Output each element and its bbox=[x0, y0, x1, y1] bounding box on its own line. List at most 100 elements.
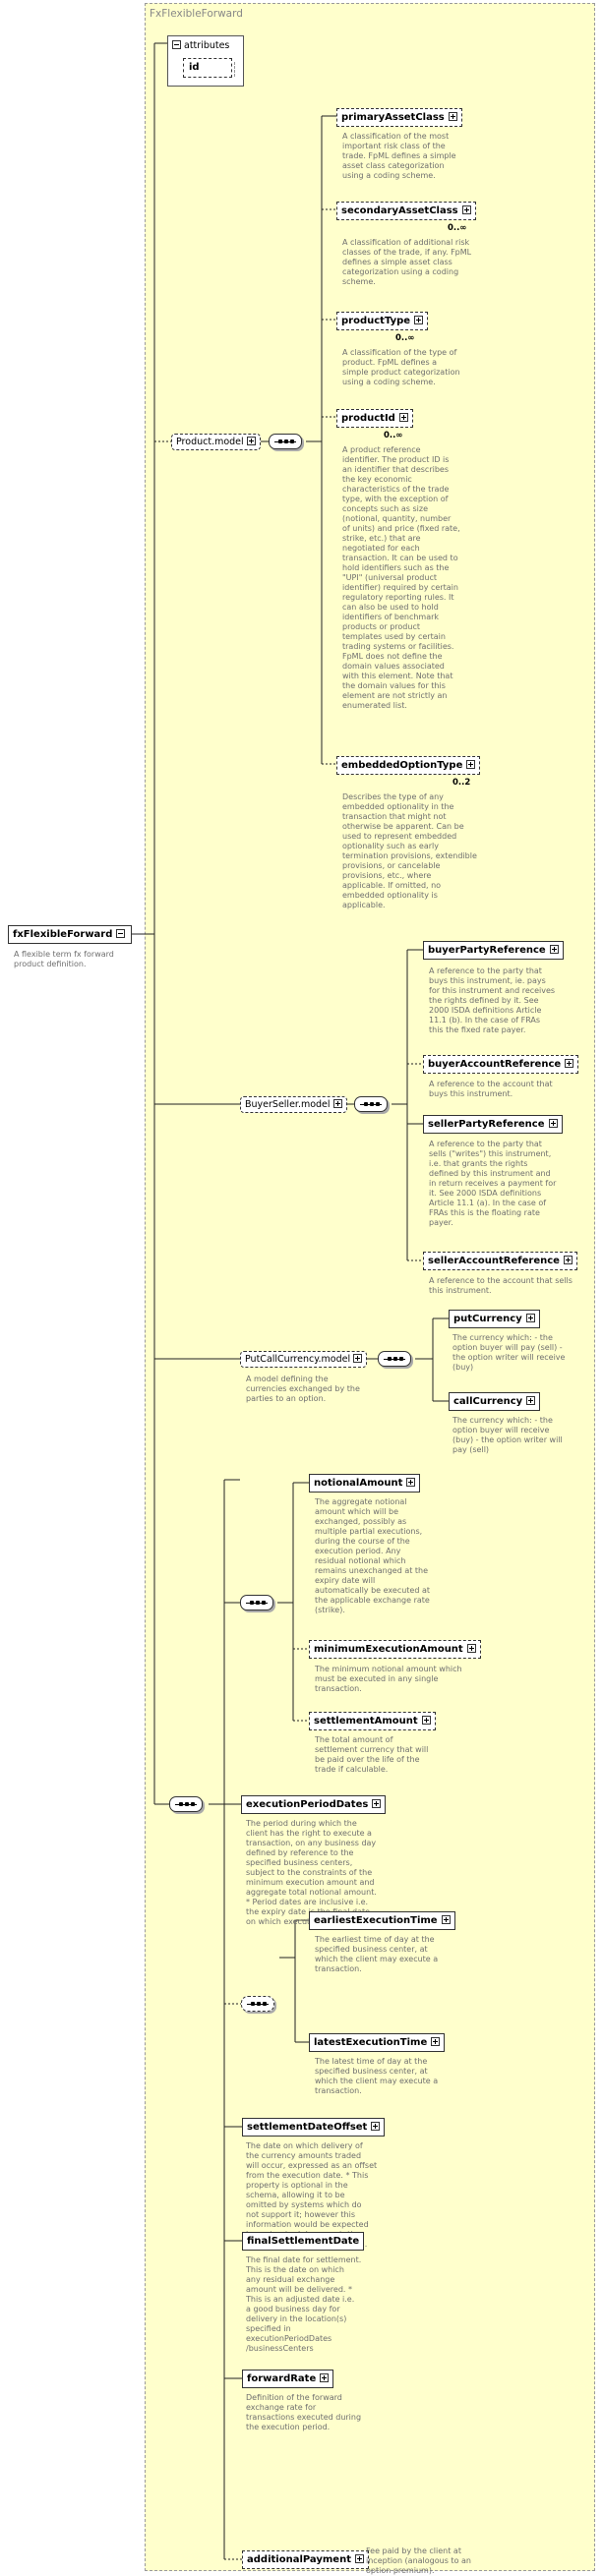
sequence-compositor-icon bbox=[378, 1351, 411, 1367]
element-additionalpayment[interactable]: additionalPayment bbox=[242, 2550, 369, 2569]
expand-icon[interactable] bbox=[320, 2372, 330, 2382]
expand-icon[interactable] bbox=[421, 1715, 431, 1725]
element-settlementamount[interactable]: settlementAmount bbox=[309, 1712, 436, 1730]
expand-icon[interactable] bbox=[548, 1118, 558, 1128]
element-label: notionalAmount bbox=[314, 1478, 403, 1489]
element-doc: A classification of the type of product.… bbox=[342, 348, 460, 386]
cardinality-label: 0..2 bbox=[452, 778, 471, 788]
element-selleraccountreference[interactable]: sellerAccountReference bbox=[423, 1252, 577, 1270]
element-doc: The minimum notional amount which must b… bbox=[315, 1665, 462, 1693]
element-label: sellerAccountReference bbox=[428, 1256, 560, 1266]
element-label: additionalPayment bbox=[247, 2554, 351, 2565]
cardinality-label: 0..∞ bbox=[384, 431, 403, 440]
element-settlementdateoffset[interactable]: settlementDateOffset bbox=[242, 2118, 386, 2137]
element-doc: A reference to the party that buys this … bbox=[429, 966, 556, 1034]
element-doc: A reference to the party that sells ("wr… bbox=[429, 1140, 557, 1227]
expand-icon[interactable] bbox=[371, 2121, 381, 2131]
element-label: primaryAssetClass bbox=[341, 112, 445, 123]
element-doc: The currency which: - the option buyer w… bbox=[452, 1333, 566, 1372]
complex-type-panel bbox=[145, 3, 595, 2571]
expand-icon[interactable] bbox=[466, 759, 476, 769]
element-doc: The earliest time of day at the specifie… bbox=[315, 1935, 439, 1973]
element-doc: A classification of additional risk clas… bbox=[342, 238, 472, 286]
element-label: executionPeriodDates bbox=[246, 1799, 369, 1810]
expand-icon[interactable] bbox=[565, 1058, 574, 1068]
element-minimumexecutionamount[interactable]: minimumExecutionAmount bbox=[309, 1640, 481, 1659]
attributes-label: attributes bbox=[184, 40, 230, 51]
expand-icon[interactable] bbox=[332, 1099, 342, 1108]
expand-icon[interactable] bbox=[355, 2553, 364, 2563]
expand-icon[interactable] bbox=[372, 1798, 382, 1808]
sequence-compositor-icon bbox=[240, 1595, 273, 1610]
sequence-compositor-icon bbox=[241, 1996, 274, 2012]
element-doc: Definition of the forward exchange rate … bbox=[246, 2393, 362, 2431]
group-buyerseller-model[interactable]: BuyerSeller.model bbox=[240, 1096, 347, 1113]
element-doc: Fee paid by the client at inception (ana… bbox=[366, 2547, 471, 2575]
expand-icon[interactable] bbox=[406, 1477, 416, 1487]
element-secondaryassetclass[interactable]: secondaryAssetClass bbox=[336, 202, 476, 220]
element-doc: Describes the type of any embedded optio… bbox=[342, 792, 477, 909]
attribute-id[interactable]: id bbox=[183, 58, 235, 78]
element-doc: The final date for settlement. This is t… bbox=[246, 2255, 362, 2353]
attributes-header: attributes bbox=[172, 40, 229, 51]
element-embeddedoptiontype[interactable]: embeddedOptionType bbox=[336, 756, 481, 775]
element-putcurrency[interactable]: putCurrency bbox=[449, 1310, 540, 1328]
element-forwardrate[interactable]: forwardRate bbox=[242, 2370, 334, 2388]
element-label: buyerAccountReference bbox=[428, 1059, 562, 1070]
cardinality-label: 0..∞ bbox=[448, 223, 467, 233]
element-label: forwardRate bbox=[247, 2373, 317, 2384]
element-label: callCurrency bbox=[453, 1396, 523, 1407]
element-doc: A product reference identifier. The prod… bbox=[342, 445, 460, 710]
element-buyerpartyreference[interactable]: buyerPartyReference bbox=[423, 941, 564, 960]
element-label: finalSettlementDate bbox=[247, 2236, 360, 2247]
collapse-icon[interactable] bbox=[116, 928, 126, 938]
root-element-fxflexibleforward[interactable]: fxFlexibleForward bbox=[8, 925, 132, 944]
expand-icon[interactable] bbox=[466, 1643, 476, 1653]
group-buyerseller-model-label: BuyerSeller.model bbox=[245, 1099, 331, 1110]
element-label: minimumExecutionAmount bbox=[314, 1644, 463, 1655]
collapse-icon[interactable] bbox=[172, 40, 181, 49]
group-putcallcurrency-model[interactable]: PutCallCurrency.model bbox=[240, 1351, 368, 1368]
element-callcurrency[interactable]: callCurrency bbox=[449, 1392, 541, 1411]
element-label: settlementDateOffset bbox=[247, 2122, 368, 2133]
expand-icon[interactable] bbox=[431, 2036, 441, 2046]
element-label: earliestExecutionTime bbox=[314, 1915, 438, 1926]
element-doc: The currency which: - the option buyer w… bbox=[452, 1416, 563, 1454]
element-doc: A classification of the most important r… bbox=[342, 132, 456, 180]
expand-icon[interactable] bbox=[563, 1255, 573, 1264]
sequence-compositor-icon bbox=[269, 434, 302, 449]
element-doc: The latest time of day at the specified … bbox=[315, 2057, 439, 2095]
expand-icon[interactable] bbox=[246, 437, 256, 445]
expand-icon[interactable] bbox=[398, 412, 408, 422]
element-finalsettlementdate[interactable]: finalSettlementDate bbox=[242, 2232, 365, 2251]
expand-icon[interactable] bbox=[353, 1354, 363, 1363]
element-executionperioddates[interactable]: executionPeriodDates bbox=[241, 1795, 387, 1814]
expand-icon[interactable] bbox=[448, 111, 457, 121]
element-label: latestExecutionTime bbox=[314, 2037, 428, 2048]
complex-type-title: FxFlexibleForward bbox=[150, 8, 243, 20]
expand-icon[interactable] bbox=[414, 315, 424, 324]
root-element-doc: A flexible term fx forward product defin… bbox=[14, 950, 114, 968]
expand-icon[interactable] bbox=[549, 944, 559, 954]
group-product-model[interactable]: Product.model bbox=[171, 434, 261, 450]
element-notionalamount[interactable]: notionalAmount bbox=[309, 1474, 421, 1493]
expand-icon[interactable] bbox=[461, 205, 471, 214]
element-label: embeddedOptionType bbox=[341, 760, 463, 771]
element-producttype[interactable]: productType bbox=[336, 312, 429, 330]
element-earliestexecutiontime[interactable]: earliestExecutionTime bbox=[309, 1911, 455, 1930]
element-buyeraccountreference[interactable]: buyerAccountReference bbox=[423, 1055, 579, 1074]
sequence-compositor-icon bbox=[354, 1096, 388, 1112]
element-doc: A reference to the account that buys thi… bbox=[429, 1080, 553, 1098]
element-primaryassetclass[interactable]: primaryAssetClass bbox=[336, 108, 462, 127]
element-sellerpartyreference[interactable]: sellerPartyReference bbox=[423, 1115, 563, 1134]
element-label: settlementAmount bbox=[314, 1716, 418, 1727]
expand-icon[interactable] bbox=[525, 1313, 535, 1322]
element-label: productType bbox=[341, 316, 411, 326]
expand-icon[interactable] bbox=[526, 1395, 536, 1405]
group-putcallcurrency-doc: A model defining the currencies exchange… bbox=[246, 1375, 360, 1403]
element-latestexecutiontime[interactable]: latestExecutionTime bbox=[309, 2033, 446, 2052]
element-label: buyerPartyReference bbox=[428, 945, 546, 956]
element-label: productId bbox=[341, 413, 395, 424]
element-productid[interactable]: productId bbox=[336, 409, 413, 428]
expand-icon[interactable] bbox=[441, 1914, 451, 1924]
